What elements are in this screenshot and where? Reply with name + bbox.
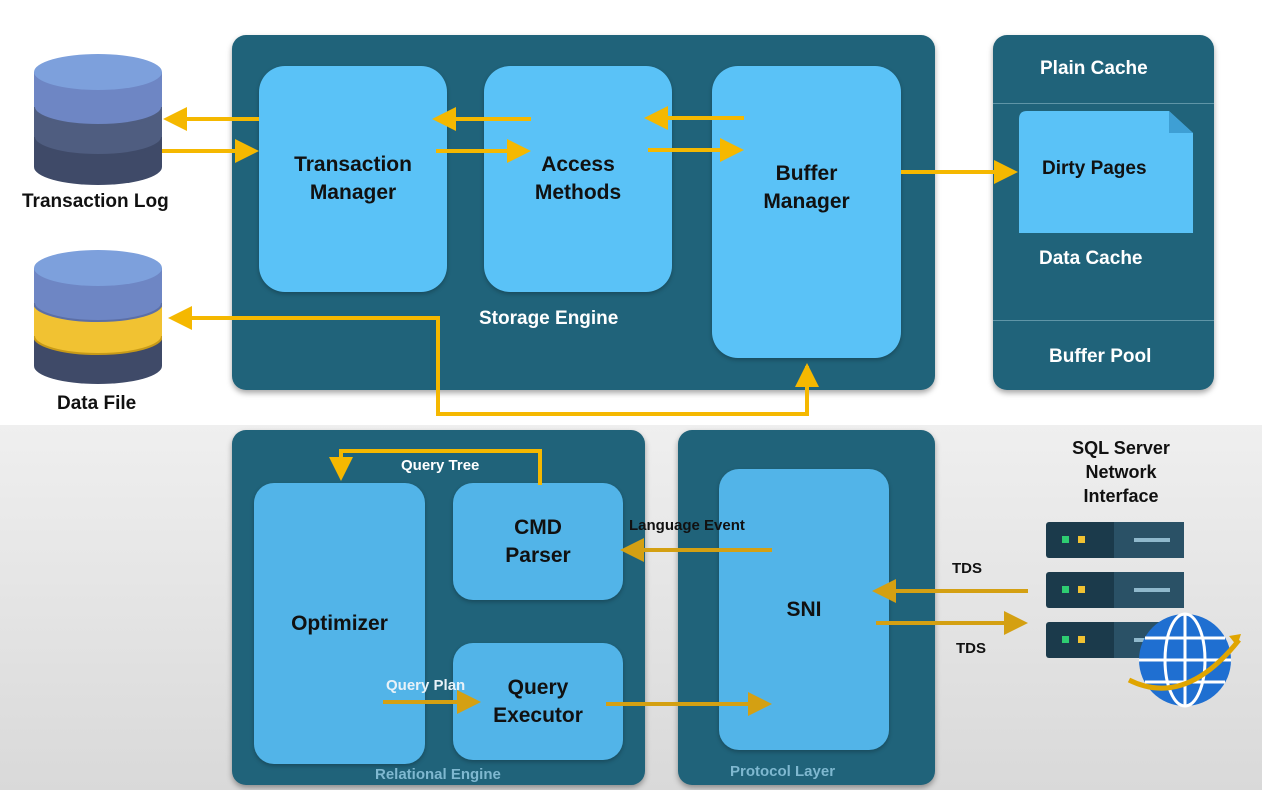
access-methods-box[interactable]: Access Methods bbox=[484, 66, 672, 292]
tds-in-label: TDS bbox=[952, 560, 982, 577]
dirty-pages-label[interactable]: Dirty Pages bbox=[1042, 158, 1147, 179]
query-tree-label: Query Tree bbox=[401, 457, 480, 474]
buffer-pool-divider-top bbox=[993, 103, 1214, 104]
transaction-log-label: Transaction Log bbox=[22, 191, 169, 212]
data-cache-label: Data Cache bbox=[1039, 248, 1143, 269]
query-executor-box[interactable]: Query Executor bbox=[453, 643, 623, 760]
dirty-pages-shape bbox=[1019, 111, 1193, 233]
data-file-db-icon bbox=[34, 250, 162, 384]
buffer-pool-label: Buffer Pool bbox=[1049, 346, 1152, 367]
globe-icon bbox=[1127, 612, 1241, 708]
tds-out-label: TDS bbox=[956, 640, 986, 657]
transaction-manager-box[interactable]: Transaction Manager bbox=[259, 66, 447, 292]
buffer-pool-divider-bottom bbox=[993, 320, 1214, 321]
query-plan-label: Query Plan bbox=[386, 677, 466, 694]
storage-engine-label: Storage Engine bbox=[479, 308, 619, 329]
language-event-label: Language Event bbox=[629, 517, 745, 534]
network-interface-title: SQL Server Network Interface bbox=[1072, 438, 1170, 506]
transaction-log-db-icon bbox=[34, 54, 162, 185]
cmd-parser-box[interactable]: CMD Parser bbox=[453, 483, 623, 600]
protocol-layer-label: Protocol Layer bbox=[730, 763, 836, 780]
plain-cache-label: Plain Cache bbox=[1040, 58, 1148, 79]
relational-engine-label: Relational Engine bbox=[375, 766, 501, 783]
sni-box[interactable]: SNI bbox=[719, 469, 889, 750]
data-file-label: Data File bbox=[57, 393, 137, 414]
optimizer-box[interactable]: Optimizer bbox=[254, 483, 425, 764]
buffer-manager-box[interactable]: Buffer Manager bbox=[712, 66, 901, 358]
